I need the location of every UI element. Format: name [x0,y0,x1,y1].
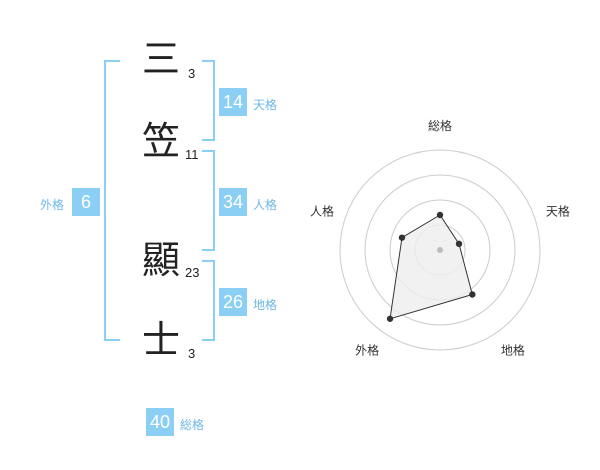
radar-axis-label: 人格 [310,204,334,219]
stroke-count-2: 11 [185,147,199,162]
radar-axis-label: 地格 [501,342,525,357]
stroke-count-4: 3 [188,346,196,361]
gaikaku-label: 外格 [40,198,65,212]
radar-axis-label: 天格 [546,204,570,219]
radar-axis-label: 外格 [355,342,379,357]
radar-center [437,247,443,253]
radar-point [386,315,394,322]
chikaku-badge: 26 [219,288,247,316]
gaikaku-badge: 6 [72,188,100,216]
soukaku-badge: 40 [146,408,174,436]
name-char-4: 士 [142,318,181,362]
tenkaku-bracket [202,60,215,141]
radar-point [398,234,406,241]
chikaku-bracket [202,260,215,341]
stroke-count-1: 3 [188,66,196,81]
jinkaku-bracket [202,150,215,251]
tenkaku-badge: 14 [219,88,247,116]
radar-point [436,211,444,219]
radar-point [469,291,476,298]
radar-ring [339,149,541,351]
stroke-count-3: 23 [185,265,200,280]
name-char-2: 笠 [142,119,181,163]
radar-axis-label: 総格 [428,118,452,133]
jinkaku-badge: 34 [219,188,247,216]
radar-shape [389,214,473,320]
name-char-1: 三 [142,37,181,81]
radar-ring [364,174,516,326]
radar-point [455,240,463,248]
soukaku-label: 総格 [180,418,205,432]
name-char-3: 顯 [142,238,181,282]
jinkaku-label: 人格 [253,198,278,212]
tenkaku-label: 天格 [253,98,278,112]
chikaku-label: 地格 [253,298,278,312]
gaikaku-bracket [104,60,120,341]
